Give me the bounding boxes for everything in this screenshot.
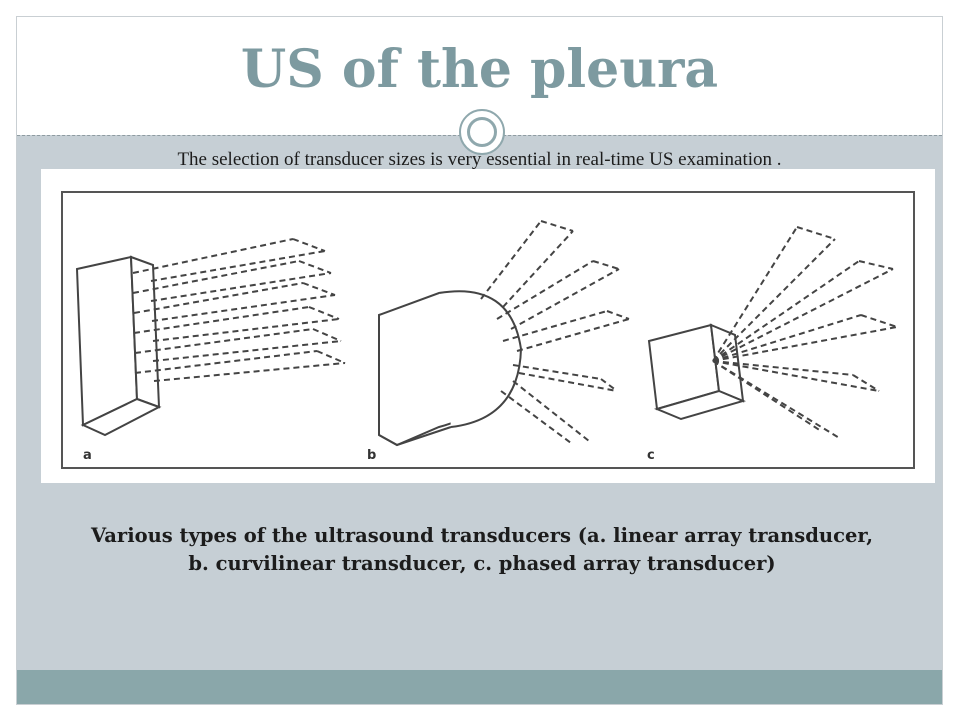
figure-label-b: b <box>367 448 376 463</box>
circle-ornament-icon <box>459 109 505 155</box>
transducer-figure: a <box>41 169 935 483</box>
slide-subtitle: The selection of transducer sizes is ver… <box>177 149 782 170</box>
figure-caption: Various types of the ultrasound transduc… <box>90 524 874 575</box>
footer-bar <box>17 670 942 704</box>
linear-transducer-drawing <box>75 238 346 437</box>
slide-title: US of the pleura <box>240 39 719 100</box>
curvilinear-transducer-drawing <box>378 220 630 447</box>
slide: US of the pleura The selection of transd… <box>16 16 943 705</box>
figure-label-a: a <box>83 448 92 463</box>
phased-array-transducer-drawing <box>647 226 898 440</box>
transducer-diagram: a <box>61 191 915 469</box>
figure-label-c: c <box>647 448 655 463</box>
figure-border <box>61 191 915 469</box>
